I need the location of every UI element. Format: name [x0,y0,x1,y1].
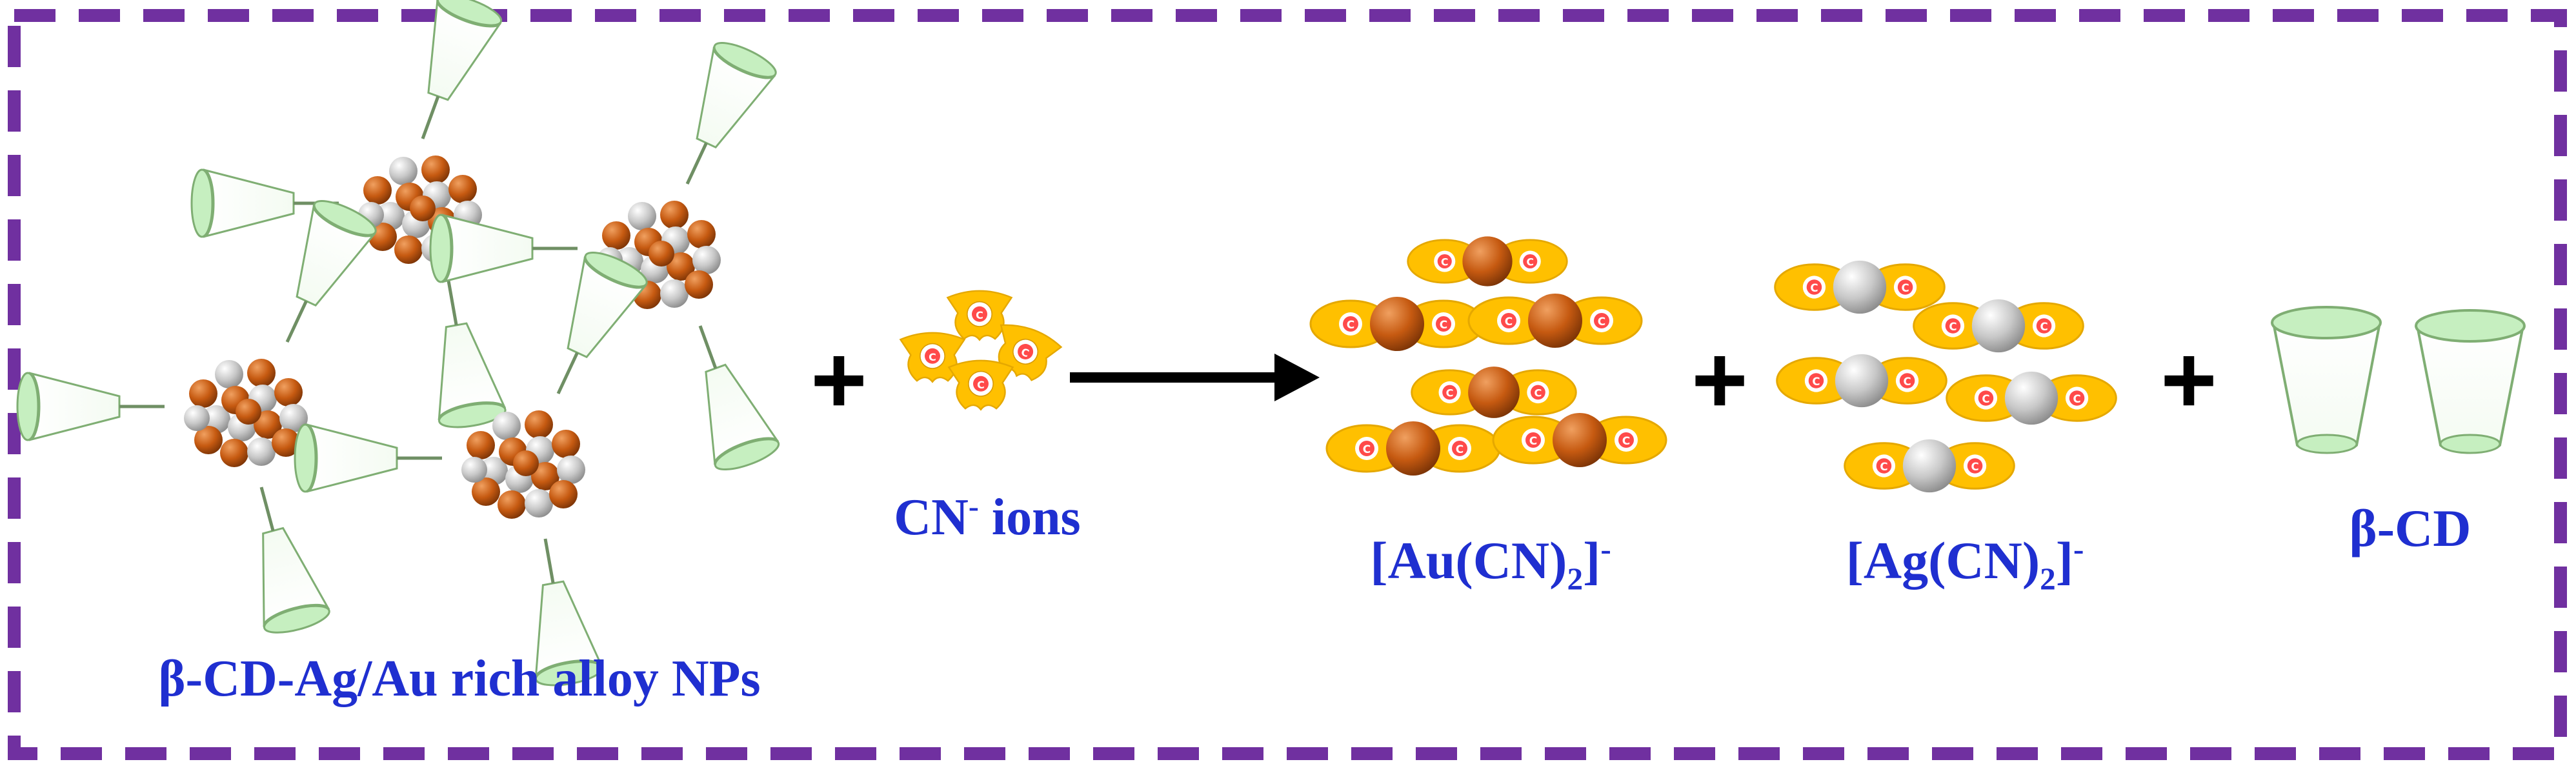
cyanide-label: CN- ions [894,489,1081,546]
cyanide-label-charge: - [968,489,979,524]
cyanide-ions [900,290,1065,410]
silver-label-subscript: 2 [2040,561,2056,597]
beta-cyclodextrin-cups [2271,306,2526,454]
silver-complex-label: [Ag(CN)2]- [1846,531,2084,595]
nanoparticles-label: β-CD-Ag/Au rich alloy NPs [158,650,761,707]
cyanide-label-tail: ions [978,489,1081,546]
gold-label-charge: - [1600,531,1611,567]
nanoparticles-group [17,0,782,690]
dashed-border [8,9,2567,760]
gold-label-open: [Au(CN) [1370,531,1567,590]
plus-sign-3: + [2160,325,2217,434]
plus-sign-2: + [1691,325,1748,434]
cup-2 [2415,309,2526,454]
gold-cyanide-complexes [1311,236,1666,476]
plus-sign-1: + [810,325,867,434]
cyclodextrin-label: β-CD [2349,499,2471,557]
silver-cyanide-complexes [1775,261,2117,492]
silver-label-charge: - [2073,531,2084,567]
silver-label-open: [Ag(CN) [1846,531,2040,590]
reaction-arrow [1070,354,1320,401]
cyanide-label-main: CN [894,489,969,546]
gold-label-close: ] [1583,531,1601,590]
gold-complex-label: [Au(CN)2]- [1370,531,1611,595]
gold-label-subscript: 2 [1567,561,1584,597]
silver-label-close: ] [2055,531,2074,590]
cup-1 [2271,306,2382,454]
